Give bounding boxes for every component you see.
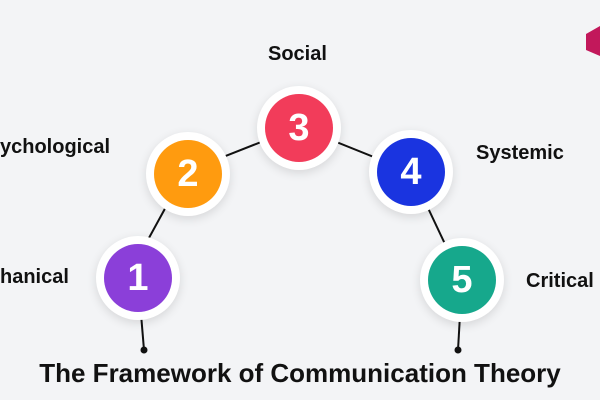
stem-dot-right [454, 346, 462, 354]
step-number-3: 3 [288, 106, 310, 149]
step-node-4: 4 [369, 130, 453, 214]
step-number-5: 5 [451, 258, 473, 301]
step-label-4: Systemic [476, 142, 564, 164]
step-label-1: hanical [0, 266, 69, 288]
step-number-1: 1 [127, 256, 149, 299]
diagram-title: The Framework of Communication Theory [39, 358, 561, 388]
step-number-2: 2 [177, 152, 199, 195]
step-circle-3: 3 [265, 94, 333, 162]
step-node-2: 2 [146, 132, 230, 216]
step-node-3: 3 [257, 86, 341, 170]
step-node-5: 5 [420, 238, 504, 322]
step-circle-2: 2 [154, 140, 222, 208]
step-label-2: ychological [0, 136, 111, 158]
step-circle-1: 1 [104, 244, 172, 312]
step-number-4: 4 [400, 150, 422, 193]
step-circle-5: 5 [428, 246, 496, 314]
step-label-3: Social [268, 43, 327, 65]
step-circle-4: 4 [377, 138, 445, 206]
brand-logo-icon [586, 26, 600, 56]
stem-dot-left [140, 346, 148, 354]
step-label-5: Critical [526, 270, 594, 292]
step-node-1: 1 [96, 236, 180, 320]
